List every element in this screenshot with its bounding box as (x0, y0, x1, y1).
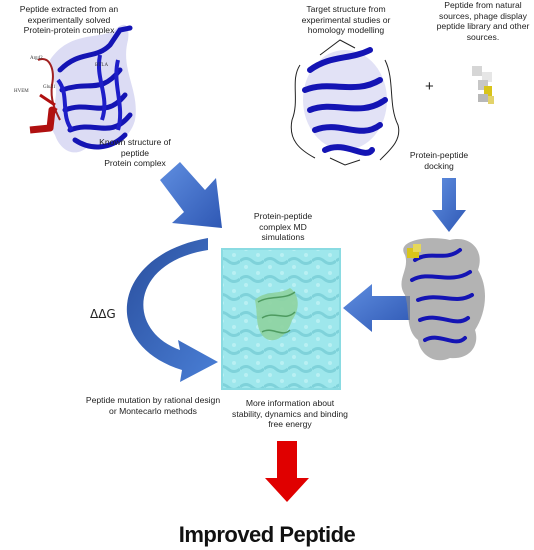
arrow-to-improved-peptide (265, 441, 309, 502)
label-line: stability, dynamics and binding (232, 408, 348, 419)
label-line: peptide (120, 147, 150, 158)
curved-arrow-ddg (126, 238, 218, 382)
docked-complex (401, 238, 486, 361)
label-line: Peptide mutation by rational design (85, 395, 221, 405)
label-line: peptide library and other (436, 21, 530, 31)
label-line: Protein complex (104, 158, 166, 168)
label-md-simulations: Protein-peptide complex MD simulations (238, 211, 328, 243)
natural-peptide (472, 66, 494, 104)
label-line: Peptide extracted from an (19, 4, 119, 14)
arrow-docking-down (432, 178, 466, 232)
label-btla: BTLA (95, 63, 109, 68)
label-line: sources. (466, 31, 500, 42)
label-line: sources, phage display (439, 10, 527, 21)
label-line: experimentally solved (27, 14, 111, 25)
label-line: More information about (245, 398, 335, 408)
label-mutation: Peptide mutation by rational design or M… (78, 395, 228, 416)
arrow-known-to-md (160, 162, 222, 228)
label-line: complex MD (259, 221, 307, 232)
label-known-structure: Known structure of peptide Protein compl… (95, 137, 175, 169)
label-line: Known structure of (99, 137, 171, 147)
plus-sign: + (425, 78, 434, 95)
known-complex-structure (29, 24, 136, 153)
label-peptide-natural: Peptide from natural sources, phage disp… (432, 0, 534, 42)
label-peptide-extracted: Peptide extracted from an experimentally… (4, 4, 134, 36)
label-line: Peptide from natural (444, 0, 522, 10)
label-line: docking (424, 160, 454, 171)
delta-delta-g-label: ΔΔG (90, 307, 116, 321)
label-line: free energy (268, 419, 312, 429)
label-line: simulations (261, 232, 305, 242)
label-line: or Montecarlo methods (109, 405, 197, 416)
target-structure (290, 39, 400, 166)
label-docking: Protein-peptide docking (404, 150, 474, 171)
label-target-structure: Target structure from experimental studi… (296, 4, 396, 36)
arrow-complex-to-md (343, 284, 410, 332)
label-line: homology modelling (307, 25, 385, 35)
label-line: Target structure from (306, 4, 386, 14)
label-glu31: Glu31 (43, 85, 56, 90)
label-hvem: HVEM (14, 89, 29, 94)
label-line: Protein-peptide (253, 211, 313, 221)
label-more-info: More information about stability, dynami… (230, 398, 350, 430)
label-line: Protein-protein complex (23, 25, 115, 35)
label-line: experimental studies or (301, 14, 391, 25)
label-line: Protein-peptide (409, 150, 469, 160)
md-water-box (221, 248, 341, 390)
page-title: Improved Peptide (178, 522, 356, 547)
label-arg42: Arg42 (30, 56, 43, 61)
